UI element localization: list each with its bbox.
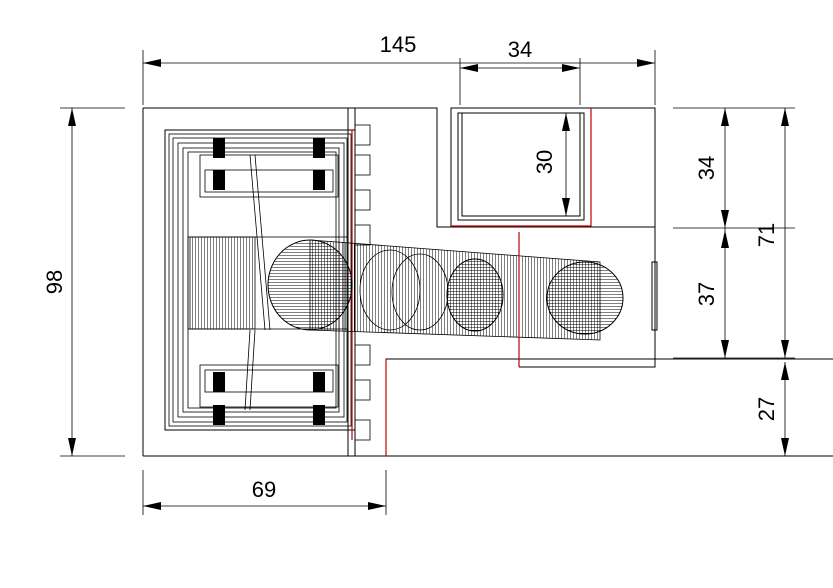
dim-top-right-width: 34 bbox=[508, 37, 532, 62]
top-right-box bbox=[450, 107, 592, 227]
dim-upper-box-height: 34 bbox=[694, 156, 719, 180]
dim-lower-step-height: 27 bbox=[754, 397, 779, 421]
wall-fixture bbox=[651, 261, 658, 331]
dim-middle-height: 37 bbox=[694, 282, 719, 306]
dim-bottom-width: 69 bbox=[252, 477, 276, 502]
dim-overall-width: 145 bbox=[380, 32, 417, 57]
dim-right-height: 71 bbox=[754, 223, 779, 247]
dim-inner-box-height: 30 bbox=[532, 150, 557, 174]
duct-pipe bbox=[267, 232, 624, 367]
dim-overall-height: 98 bbox=[42, 270, 67, 294]
dimension-lines bbox=[60, 50, 795, 515]
